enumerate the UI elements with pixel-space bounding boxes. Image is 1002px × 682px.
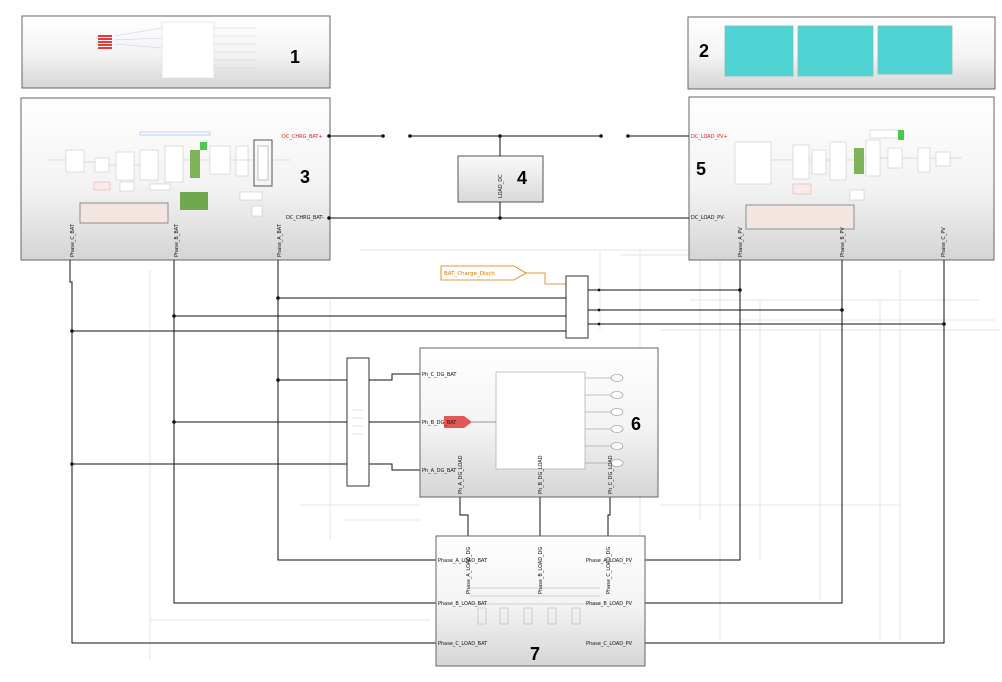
port-phase-b-load-bat: Phase_B_LOAD_BAT [438,601,488,607]
port-ph-c-dg-bat: Ph_C_DG_BAT [422,372,457,378]
block-4-dc-load[interactable]: LOAD_DC 4 [457,155,544,203]
port-phase-c-pv: Phase_C_PV [941,227,947,257]
phase-wires [69,260,945,644]
port-phase-a-load-dg: Phase_A_LOAD_DG [466,547,472,594]
block-6-number: 6 [631,414,641,434]
block-4-label: LOAD_DC [498,174,504,198]
block-1-mini-preview [98,21,256,79]
block-2-scope-panel[interactable]: 2 [687,16,996,90]
goto-tag-label: BAT_Charge_Disch [444,271,495,277]
block-3-mini-preview [48,139,290,224]
phase-junctions [70,288,946,466]
port-phase-c-load-dg: Phase_C_LOAD_DG [606,547,612,594]
port-phase-a-bat: Phase_A_BAT [277,223,283,257]
port-phase-c-load-bat: Phase_C_LOAD_BAT [438,641,488,647]
block-7-load[interactable]: 7 Phase_A_LOAD_DG Phase_B_LOAD_DG Phase_… [435,535,646,667]
block-5-green-gain [854,148,864,174]
scope-display-3[interactable] [877,25,953,75]
block-3-green-indicator [200,142,207,150]
block-6-diesel-generator[interactable]: 6 Ph_C_DG_BAT Ph_B_DG_BAT Ph_A_DG_BAT Ph… [419,347,659,498]
block-3-green-constant [180,192,208,210]
left-mux[interactable] [346,357,370,487]
port-ph-a-dg-bat: Ph_A_DG_BAT [422,468,457,474]
port-ph-b-dg-load: Ph_B_DG_LOAD [538,455,544,494]
block-7-mini-preview [470,587,600,625]
scope-display-2[interactable] [797,25,874,77]
port-phase-c-load-pv: Phase_C_LOAD_PV [586,641,633,647]
scope-display-1[interactable] [724,25,794,77]
port-dc-load-pv-pos: DC_LOAD_PV+ [691,134,728,140]
dc-bus-wires [330,135,689,219]
port-ph-b-dg-bat: Ph_B_DG_BAT [422,420,457,426]
goto-bat-charge-disch[interactable]: BAT_Charge_Disch [440,265,566,285]
port-dc-chrg-bat-neg: DC_CHRG_BAT- [286,215,324,221]
port-dc-chrg-bat-pos: DC_CHRG_BAT+ [282,134,323,140]
block-5-pv-subsystem[interactable]: 5 DC_LOAD_PV+ DC_LOAD_PV- Phase_A_PV Pha… [688,96,995,261]
block-3-number: 3 [300,167,310,187]
port-phase-b-bat: Phase_B_BAT [174,223,180,257]
port-phase-b-load-dg: Phase_B_LOAD_DG [538,547,544,594]
block-5-number: 5 [696,159,706,179]
block-6-inner-model [495,371,586,470]
block-3-battery-subsystem[interactable]: 3 DC_CHRG_BAT+ DC_CHRG_BAT- Phase_C_BAT … [20,97,331,261]
upper-mux[interactable] [565,275,589,339]
port-phase-a-load-bat: Phase_A_LOAD_BAT [438,558,488,564]
port-phase-a-load-pv: Phase_A_LOAD_PV [586,558,633,564]
dc-bus-junctions [327,134,630,220]
block-2-number: 2 [699,41,709,61]
port-dc-load-pv-neg: DC_LOAD_PV- [691,215,725,221]
port-phase-c-bat: Phase_C_BAT [70,223,76,257]
block-3-blue-label [139,131,211,136]
block-5-green-indicator [898,130,904,140]
block-6-red-input-tag [444,416,472,428]
block-4-number: 4 [517,168,527,188]
block-6-output-terminators [585,374,624,467]
block-3-green-gain [190,150,200,178]
port-ph-c-dg-load: Ph_C_DG_LOAD [608,455,614,494]
block-1-subsystem[interactable]: 1 [21,15,331,89]
block-7-number: 7 [530,644,540,664]
port-phase-b-pv: Phase_B_PV [840,227,846,257]
block-1-number: 1 [290,47,300,67]
port-phase-a-pv: Phase_A_PV [738,227,744,257]
port-ph-a-dg-load: Ph_A_DG_LOAD [458,455,464,494]
port-phase-b-load-pv: Phase_B_LOAD_PV [586,601,633,607]
